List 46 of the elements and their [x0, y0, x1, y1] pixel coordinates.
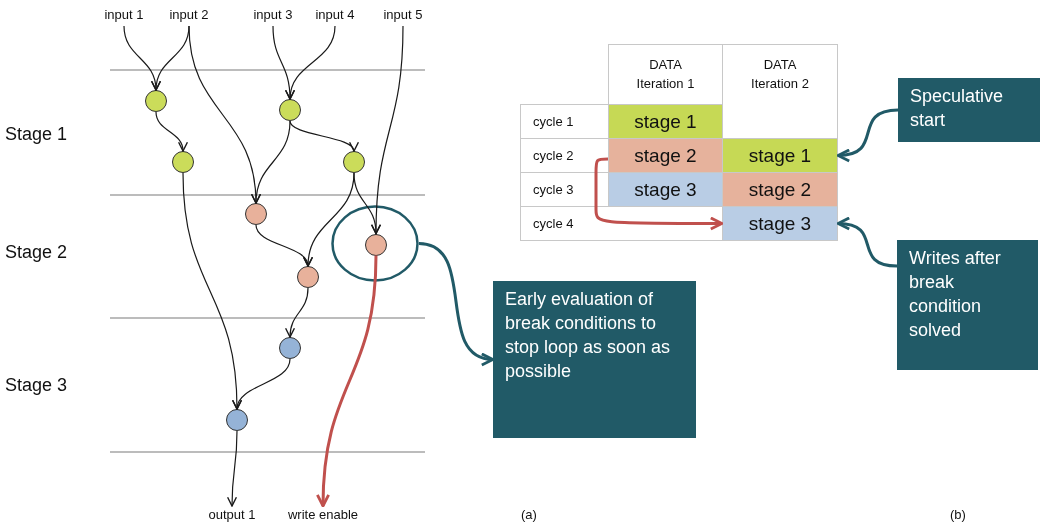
arrow [418, 242, 495, 365]
row-label: cycle 1 [520, 104, 609, 139]
operation-node [172, 151, 194, 173]
arrow [285, 25, 336, 100]
arrow [371, 25, 404, 235]
arrow [233, 358, 291, 410]
row-label: cycle 4 [520, 206, 723, 241]
arrow [836, 217, 898, 268]
input-label: input 1 [95, 6, 153, 26]
arrow [316, 255, 378, 508]
arrow [285, 287, 309, 338]
stage-label: Stage 3 [5, 375, 68, 396]
input-label: input 4 [306, 6, 364, 26]
operation-node [145, 90, 167, 112]
input-label: input 3 [244, 6, 302, 26]
stage-label: Stage 2 [5, 242, 68, 263]
highlight-ellipse [331, 205, 419, 282]
arrow [227, 430, 238, 507]
arrow [594, 157, 724, 231]
column-header: DATA Iteration 1 [635, 56, 696, 93]
stage-cell: stage 2 [608, 138, 723, 173]
output-label: write enable [277, 506, 369, 526]
callout-box: Early evaluation of break conditions to stop loop as soon as possible [493, 281, 696, 438]
arrow [836, 108, 899, 162]
column-header: DATA Iteration 2 [750, 56, 810, 93]
operation-node [343, 151, 365, 173]
operation-node [245, 203, 267, 225]
arrow [289, 120, 356, 152]
callout-box: Writes after break condition solved [897, 240, 1038, 370]
callout-box: Speculative start [898, 78, 1040, 142]
operation-node [365, 233, 387, 256]
arrow [251, 120, 291, 204]
operation-node [297, 266, 319, 288]
operation-node [279, 337, 301, 359]
operation-node [279, 99, 301, 121]
operation-node [226, 409, 248, 431]
input-label: input 5 [374, 6, 432, 26]
input-label: input 2 [160, 6, 218, 26]
stage-cell: stage 2 [722, 172, 838, 207]
stage-cell: stage 3 [608, 172, 723, 207]
panel-label: (a) [521, 506, 537, 524]
stage-cell: stage 3 [722, 206, 838, 241]
panel-label: (b) [950, 506, 966, 524]
arrow [155, 111, 188, 152]
stage-label: Stage 1 [5, 124, 68, 145]
output-label: output 1 [200, 506, 264, 526]
